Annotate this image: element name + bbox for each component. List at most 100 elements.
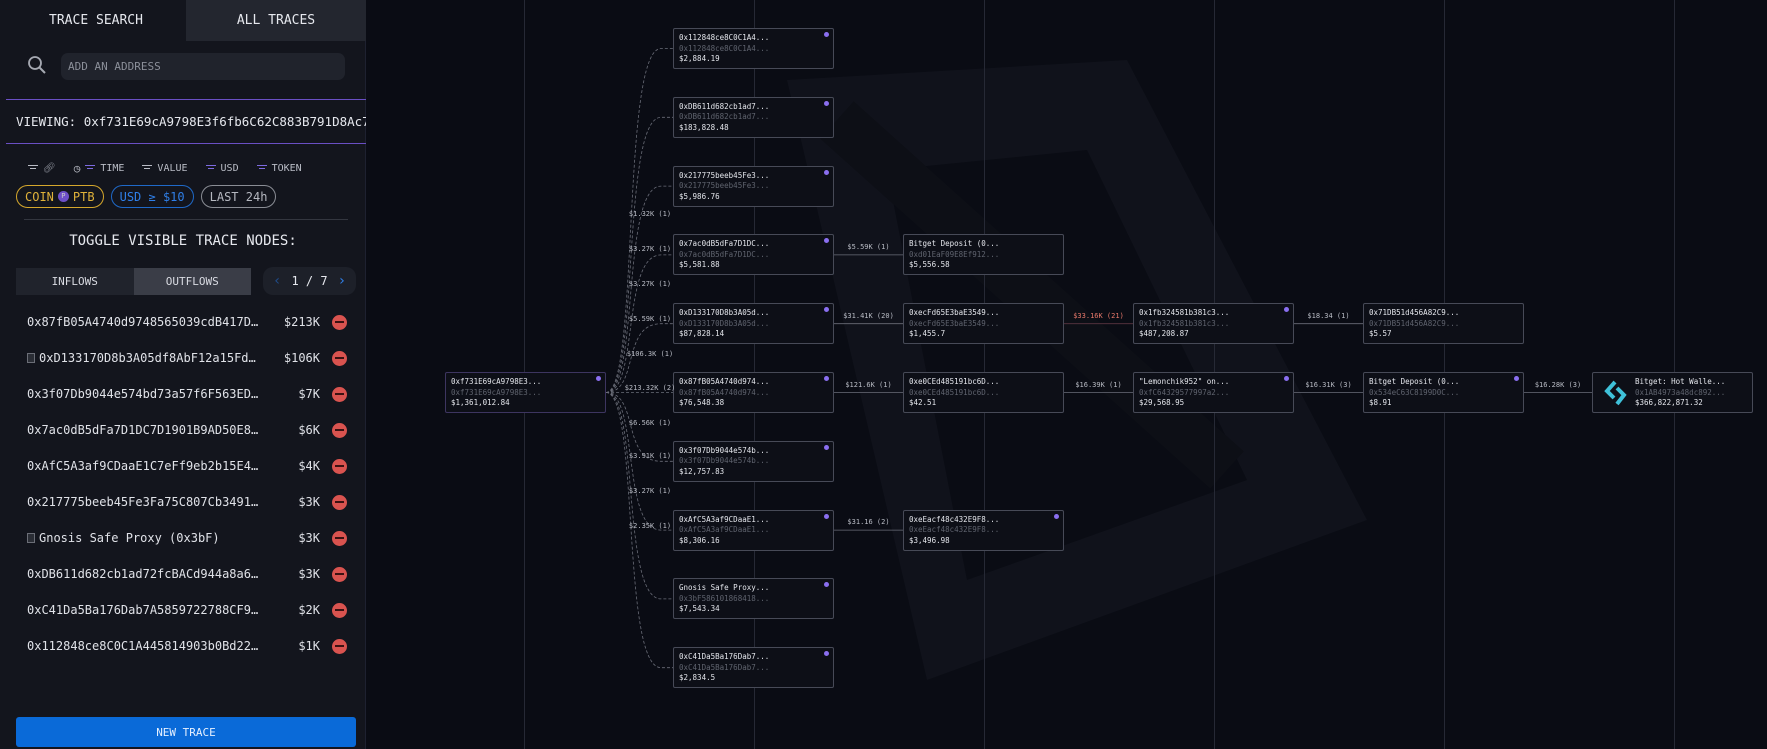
edge[interactable]	[605, 185, 673, 393]
node-address: 0x71DB51d456A82C9...	[1369, 318, 1460, 328]
coin-label: COIN	[25, 189, 54, 204]
filter-time-label: TIME	[100, 163, 125, 174]
trace-node[interactable]: 0xecFd65E3baE3549...0xecFd65E3baE3549...…	[903, 303, 1064, 345]
trace-node-item[interactable]: 0xC41Da5Ba176Dab7A5859722788CF91d5…$2K	[27, 592, 357, 628]
trace-node-item[interactable]: 0x7ac0dB5dFa7D1DC7D1901B9AD50E8Bb1…$6K	[27, 412, 357, 448]
trace-node-item[interactable]: Gnosis Safe Proxy (0x3bF)$3K	[27, 520, 357, 556]
item-address: Gnosis Safe Proxy (0x3bF)	[27, 531, 262, 545]
remove-icon[interactable]	[332, 314, 347, 330]
status-dot	[824, 376, 829, 381]
usd-chip[interactable]: USD ≥ $10	[110, 185, 194, 208]
time-chip[interactable]: LAST 24h	[200, 185, 277, 208]
trace-node-item[interactable]: 0x87fB05A4740d9748565039cdB417DD…$213K	[27, 304, 357, 340]
item-value: $3K	[298, 495, 320, 509]
edge[interactable]	[605, 254, 673, 393]
trace-node[interactable]: 0x3f07Db9044e574b...0x3f07Db9044e574b...…	[673, 440, 834, 482]
filter-row: 🔗︎ ◷TIME VALUE USD TOKEN	[28, 162, 320, 175]
trace-node[interactable]: 0x87fB05A4740d974...0x87fB05A4740d974...…	[673, 372, 834, 413]
item-address-text: 0x3f07Db9044e574bd73a57f6F563EDe4E…	[27, 387, 262, 401]
remove-icon[interactable]	[332, 494, 347, 510]
status-dot	[824, 444, 829, 450]
contract-icon	[27, 533, 35, 543]
filter-token[interactable]: TOKEN	[256, 163, 302, 174]
trace-node[interactable]: 0xAfC5A3af9CDaaE1...0xAfC5A3af9CDaaE1...…	[673, 509, 834, 551]
trace-node-item[interactable]: 0x217775beeb45Fe3Fa75C807Cb3491f17…$3K	[27, 484, 357, 520]
item-address: 0xDB611d682cb1ad72fcBACd944a8a6e26…	[27, 567, 262, 581]
remove-icon[interactable]	[332, 386, 347, 402]
status-dot	[824, 582, 829, 588]
status-dot	[1514, 376, 1519, 381]
edge[interactable]	[605, 116, 673, 393]
node-title: 0x3f07Db9044e574b...	[679, 445, 770, 455]
remove-icon[interactable]	[332, 638, 347, 654]
trace-node[interactable]: 0xeEacf48c432E9F8...0xeEacf48c432E9F8...…	[903, 509, 1064, 551]
trace-node[interactable]: "Lemonchik952" on...0xfC64329577997a2...…	[1133, 372, 1294, 413]
node-title: Bitget Deposit (0...	[909, 239, 1000, 249]
trace-node-item[interactable]: 0x3f07Db9044e574bd73a57f6F563EDe4E…$7K	[27, 376, 357, 412]
filter-usd[interactable]: USD	[205, 163, 239, 174]
node-address: 0xfC64329577997a2...	[1139, 387, 1230, 397]
remove-icon[interactable]	[332, 422, 347, 438]
edge[interactable]	[605, 392, 673, 600]
next-page-icon[interactable]: ›	[337, 273, 346, 289]
trace-node[interactable]: 0xD133170D8b3A05d...0xD133170D8b3A05d...…	[673, 303, 834, 345]
status-dot	[1284, 307, 1289, 313]
remove-icon[interactable]	[332, 566, 347, 582]
node-address: 0xe0CEd485191bc6D...	[909, 387, 1000, 397]
edge[interactable]	[605, 392, 673, 531]
trace-node[interactable]: 0x71DB51d456A82C9...0x71DB51d456A82C9...…	[1363, 303, 1524, 345]
trace-node-item[interactable]: 0xD133170D8b3A05df8AbF12a15Fdd…$106K	[27, 340, 357, 376]
trace-node[interactable]: Bitget: Hot Walle...0x1AB4973a48dc892...…	[1592, 372, 1753, 413]
node-value: $87,828.14	[679, 329, 725, 339]
bitget-logo-icon	[1604, 380, 1627, 406]
trace-node[interactable]: 0xC41Da5Ba176Dab7...0xC41Da5Ba176Dab7...…	[673, 647, 834, 689]
edge[interactable]	[605, 48, 673, 393]
tab-all-traces[interactable]: ALL TRACES	[186, 0, 366, 41]
node-value: $487,208.87	[1139, 329, 1189, 339]
trace-node[interactable]: 0xf731E69cA9798E3...0xf731E69cA9798E3...…	[445, 372, 606, 413]
node-value: $8.91	[1369, 398, 1392, 407]
node-address: 0xd01EaF09E8Ef912...	[909, 249, 1000, 259]
trace-node-item[interactable]: 0xDB611d682cb1ad72fcBACd944a8a6e26… $3K	[27, 556, 357, 592]
trace-node[interactable]: 0x217775beeb45Fe3...0x217775beeb45Fe3...…	[673, 165, 834, 207]
prev-page-icon[interactable]: ‹	[273, 273, 282, 289]
trace-node[interactable]: 0x112848ce8C0C1A4...0x112848ce8C0C1A4...…	[673, 28, 834, 69]
edge-label: $2.35K (1)	[628, 522, 672, 530]
trace-node[interactable]: 0x7ac0dB5dFa7D1DC...0x7ac0dB5dFa7D1DC...…	[673, 234, 834, 276]
new-trace-button[interactable]: NEW TRACE	[16, 717, 356, 747]
remove-icon[interactable]	[332, 458, 347, 474]
filter-value-label: VALUE	[157, 163, 188, 174]
remove-icon[interactable]	[332, 602, 347, 618]
contract-icon	[27, 353, 35, 363]
remove-icon[interactable]	[332, 530, 347, 546]
trace-node-item[interactable]: 0xAfC5A3af9CDaaE1C7eFf9eb2b15E42B6…$4K	[27, 448, 357, 484]
trace-node[interactable]: Bitget Deposit (0...0x534eC63C8199D0C...…	[1363, 372, 1524, 413]
sidebar-tabs: TRACE SEARCH ALL TRACES	[6, 0, 366, 41]
edge[interactable]	[605, 323, 673, 393]
trace-node[interactable]: Gnosis Safe Proxy...0x3bF586101868418...…	[673, 578, 834, 620]
node-value: $1,455.7	[909, 329, 946, 339]
item-value: $3K	[298, 567, 320, 581]
filter-value[interactable]: VALUE	[142, 163, 188, 174]
node-address: 0xD133170D8b3A05d...	[679, 318, 770, 328]
item-value: $6K	[298, 423, 320, 437]
edge-label: $6.56K (1)	[628, 419, 672, 427]
filter-time[interactable]: ◷TIME	[74, 162, 125, 175]
trace-node[interactable]: Bitget Deposit (0...0xd01EaF09E8Ef912...…	[903, 234, 1064, 276]
trace-node[interactable]: 0xDB611d682cb1ad7...0xDB611d682cb1ad7...…	[673, 96, 834, 138]
address-search-input[interactable]	[61, 53, 345, 80]
node-value: $2,834.5	[679, 673, 716, 683]
edge[interactable]	[605, 392, 673, 462]
node-value: $7,543.34	[679, 604, 720, 614]
filter-link[interactable]: 🔗︎	[28, 163, 56, 174]
tab-trace-search[interactable]: TRACE SEARCH	[6, 0, 186, 41]
trace-node[interactable]: 0xe0CEd485191bc6D...0xe0CEd485191bc6D...…	[903, 372, 1064, 413]
tab-outflows[interactable]: OUTFLOWS	[133, 268, 251, 295]
remove-icon[interactable]	[332, 350, 347, 366]
trace-node[interactable]: 0x1fb324581b381c3...0x1fb324581b381c3...…	[1133, 303, 1294, 345]
trace-graph-canvas[interactable]: 0xf731E69cA9798E3...0xf731E69cA9798E3...…	[367, 0, 1767, 749]
edge[interactable]	[605, 392, 673, 669]
tab-inflows[interactable]: INFLOWS	[51, 275, 98, 288]
trace-node-item[interactable]: 0x112848ce8C0C1A445814903b0Bd22Ec1…$1K	[27, 628, 357, 664]
